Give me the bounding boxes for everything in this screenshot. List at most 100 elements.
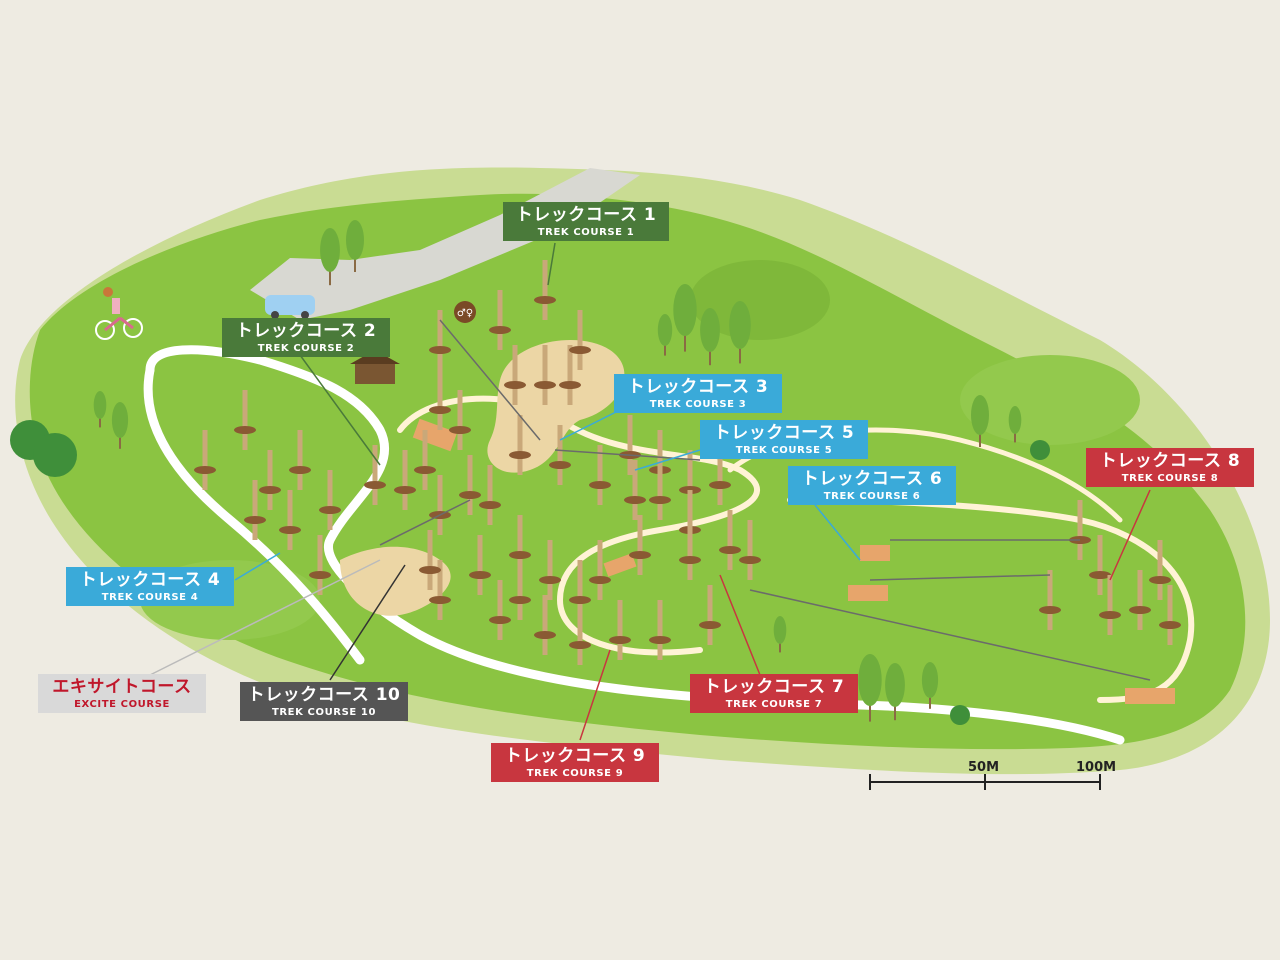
course-label-en: EXCITE COURSE [74,698,170,710]
course-label-en: TREK COURSE 9 [526,767,624,779]
tree-icon [921,662,939,698]
course-platform [1159,621,1181,629]
course-label-ja: トレックコース 2 [235,321,377,341]
car-wheel [301,311,309,319]
course-label-en: TREK COURSE 1 [537,226,635,238]
course-platform [469,571,491,579]
course-platform [534,381,556,389]
course-platform [504,381,526,389]
sand-plaza-south [340,546,451,616]
course-label-ja: エキサイトコース [52,677,192,697]
course-label-ja: トレックコース 4 [79,570,221,590]
course-platform [319,506,341,514]
cabin-icon [350,350,400,384]
course-label-trek4[interactable]: トレックコース 4 TREK COURSE 4 [66,567,234,606]
grass-patch [690,260,830,340]
course-platform [649,496,671,504]
platform-pads [412,418,1175,704]
tree-icon [885,663,905,707]
course-label-trek6[interactable]: トレックコース 6 TREK COURSE 6 [788,466,956,505]
course-platform [569,596,591,604]
car-wheel [271,311,279,319]
tree-icon [320,228,340,272]
scale-bar [869,774,1101,790]
course-platform [489,326,511,334]
leader-lines [149,242,1151,741]
course-platform [534,296,556,304]
course-platform [629,551,651,559]
course-label-ja: トレックコース 3 [627,377,769,397]
course-platform [479,501,501,509]
restroom-icon: ♂♀ [454,301,476,323]
course-label-trek3[interactable]: トレックコース 3 TREK COURSE 3 [614,374,782,413]
course-platform [624,496,646,504]
course-label-en: TREK COURSE 3 [649,398,747,410]
course-label-ja: トレックコース 1 [515,205,657,225]
tree-icon [346,220,364,260]
course-platform [1089,571,1111,579]
course-platform [489,616,511,624]
course-platform [429,596,451,604]
course-label-en: TREK COURSE 2 [257,342,355,354]
svg-text:♂♀: ♂♀ [457,308,473,319]
tree-icon [971,395,989,435]
course-platform [589,576,611,584]
course-platform [1149,576,1171,584]
course-platform [1099,611,1121,619]
course-platform [244,516,266,524]
course-platform [429,406,451,414]
course-platform [234,426,256,434]
course-platform [679,556,701,564]
scale-label-100m: 100M [1076,760,1117,775]
scale-label-50m: 50M [968,760,1000,775]
course-platform [699,621,721,629]
course-label-trek1[interactable]: トレックコース 1 TREK COURSE 1 [503,202,669,241]
course-label-en: TREK COURSE 8 [1121,472,1219,484]
tree-icon [657,314,673,346]
course-platform [569,641,591,649]
course-platform [194,466,216,474]
course-label-trek8[interactable]: トレックコース 8 TREK COURSE 8 [1086,448,1254,487]
course-label-trek5[interactable]: トレックコース 5 TREK COURSE 5 [700,420,868,459]
course-platform [1039,606,1061,614]
course-label-en: TREK COURSE 5 [735,444,833,456]
course-label-en: TREK COURSE 6 [823,490,921,502]
course-platform [414,466,436,474]
bush-icon [1030,440,1050,460]
course-label-trek10[interactable]: トレックコース 10 TREK COURSE 10 [240,682,408,721]
tree-icon [700,308,720,352]
course-label-trek2[interactable]: トレックコース 2 TREK COURSE 2 [222,318,390,357]
course-platform [459,491,481,499]
perimeter-path-west [143,365,365,665]
course-platform [309,571,331,579]
tree-icon [1008,406,1022,434]
course-label-en: TREK COURSE 10 [271,706,377,718]
course-label-excite[interactable]: エキサイトコース EXCITE COURSE [38,674,206,713]
course-platform [509,551,531,559]
zip-lines [379,319,1151,681]
grass-patch [960,355,1140,445]
course-label-trek7[interactable]: トレックコース 7 TREK COURSE 7 [690,674,858,713]
course-platform [394,486,416,494]
course-platform [534,631,556,639]
course-label-ja: トレックコース 10 [247,685,401,705]
course-platform [419,566,441,574]
course-label-ja: トレックコース 6 [801,469,943,489]
course-label-ja: トレックコース 5 [713,423,855,443]
course-label-en: TREK COURSE 4 [101,591,199,603]
course-poles [194,260,1181,665]
course-platform [739,556,761,564]
tree-icon [773,616,787,644]
course-platform [449,426,471,434]
course-platform [429,346,451,354]
tree-icon [858,654,882,706]
course-platform [559,381,581,389]
course-platform [509,451,531,459]
course-platform [289,466,311,474]
bush-icon [33,433,77,477]
course-label-trek9[interactable]: トレックコース 9 TREK COURSE 9 [491,743,659,782]
course-label-en: TREK COURSE 7 [725,698,823,710]
trees [10,220,1050,725]
tree-icon [673,284,697,336]
tree-icon [93,391,107,419]
